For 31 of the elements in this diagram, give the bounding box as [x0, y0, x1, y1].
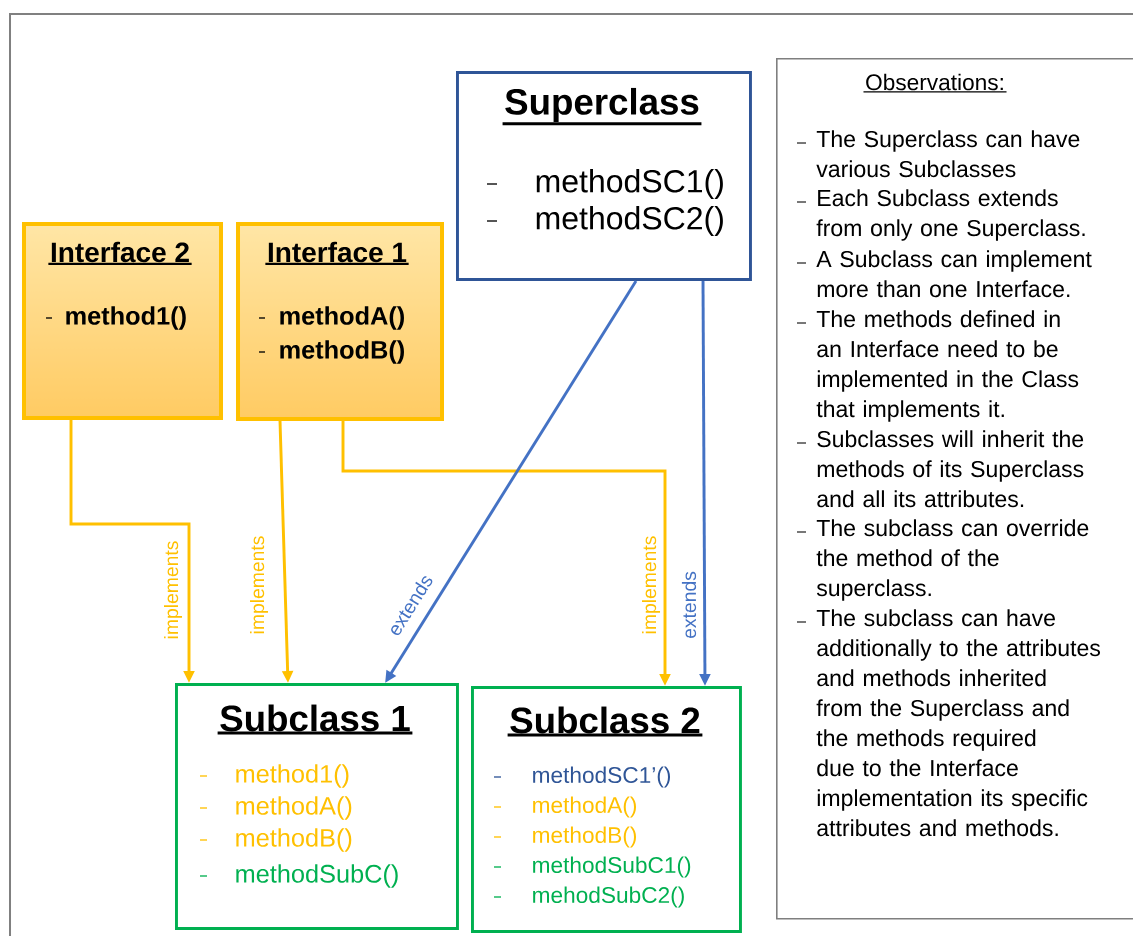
note-text: Each Subclass extends from only one Superclass. — [816, 189, 1085, 241]
method-text: method1() — [236, 764, 349, 788]
class-title: Interface 1 — [265, 241, 409, 265]
method-text: methodSC2() — [536, 206, 723, 236]
class-title: Subclass 1 — [217, 704, 413, 735]
edge-label: implements — [162, 539, 184, 641]
method-text: methodB() — [236, 828, 352, 852]
method-text: methodA() — [533, 796, 636, 818]
note-text: The subclass can have additionally to the attributes and methods inherited from the Superclass and the methods required due to the Interface implementation its specific attributes and methods. — [816, 609, 1101, 837]
method-text: methodB() — [280, 340, 404, 364]
edge-label: implements — [640, 534, 662, 636]
method-text: methodB() — [533, 826, 636, 848]
note-text: A Subclass can implement more than one Interface. — [816, 250, 1092, 298]
class-title: Subclass 2 — [507, 706, 703, 737]
note-text: Subclasses will inherit the methods of its Superclass and all its attributes. — [817, 430, 1084, 508]
method-text: methodA() — [280, 306, 404, 330]
method-text: methodA() — [236, 796, 352, 820]
edge-label: implements — [248, 534, 270, 636]
method-text: methodSC1’() — [533, 766, 670, 788]
note-text: The methods defined in an Interface need to be implemented in the Class that implements it. — [816, 310, 1079, 422]
method-text: methodSC1() — [536, 169, 723, 199]
edge-label: extends — [680, 569, 698, 641]
notes-heading: Observations: — [862, 73, 1008, 93]
note-text: The Superclass can have various Subclasses — [816, 130, 1080, 178]
method-text: methodSubC() — [236, 864, 398, 888]
note-text: The subclass can override the method of the superclass. — [816, 519, 1089, 601]
method-text: methodSubC1() — [533, 856, 691, 878]
class-title: Interface 2 — [48, 241, 192, 265]
method-text: mehodSubC2() — [533, 886, 684, 908]
class-title: Superclass — [502, 87, 702, 126]
method-text: method1() — [66, 306, 186, 330]
